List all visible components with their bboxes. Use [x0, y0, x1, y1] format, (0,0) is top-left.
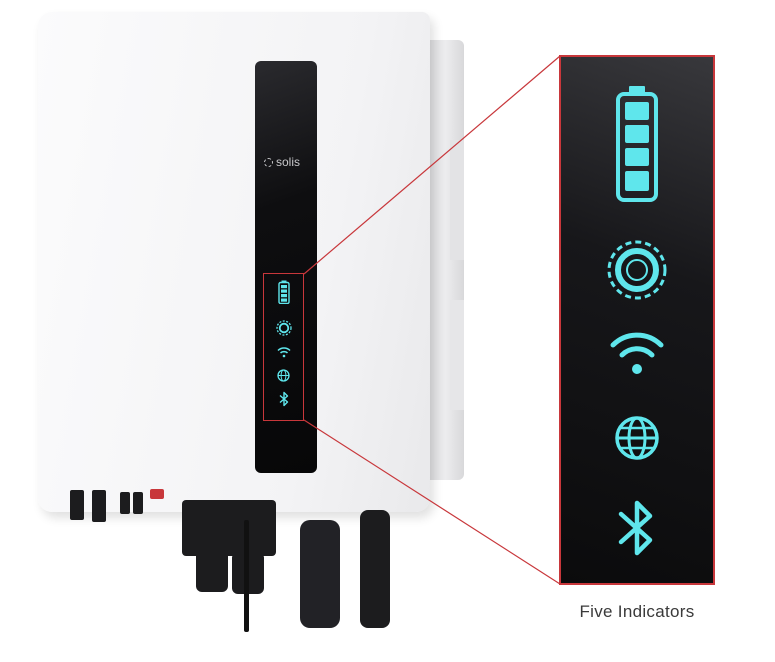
globe-icon [561, 415, 713, 461]
dc-connector [120, 492, 130, 514]
inverter-side-fin [450, 300, 464, 410]
bluetooth-icon [561, 499, 713, 557]
red-connector [150, 489, 164, 499]
battery-icon [264, 280, 303, 304]
logo-ring-icon [264, 157, 273, 167]
callout-line-bottom [303, 419, 561, 585]
wifi-icon [561, 327, 713, 377]
power-ring-icon [264, 320, 303, 336]
inverter-front-panel [38, 12, 430, 512]
display-strip [255, 61, 317, 473]
battery-icon [561, 85, 713, 203]
globe-icon [264, 369, 303, 382]
caption: Five Indicators [579, 602, 695, 621]
dc-connector [92, 490, 106, 522]
brand-logo: solis [264, 155, 314, 169]
dc-connector [70, 490, 84, 520]
indicator-area-highlight [263, 273, 304, 421]
antenna [244, 520, 249, 632]
bluetooth-icon [264, 391, 303, 407]
cable-gland [196, 550, 228, 592]
indicator-zoom-panel [559, 55, 715, 585]
brand-logo-text: solis [276, 155, 301, 169]
wifi-dongle [300, 520, 340, 628]
wifi-icon [264, 346, 303, 358]
callout-line-top [303, 55, 561, 275]
cable-connector [360, 510, 390, 628]
ac-junction-box [182, 500, 276, 556]
power-ring-icon [561, 239, 713, 301]
dc-connector [133, 492, 143, 514]
inverter-side-fin [450, 140, 464, 260]
